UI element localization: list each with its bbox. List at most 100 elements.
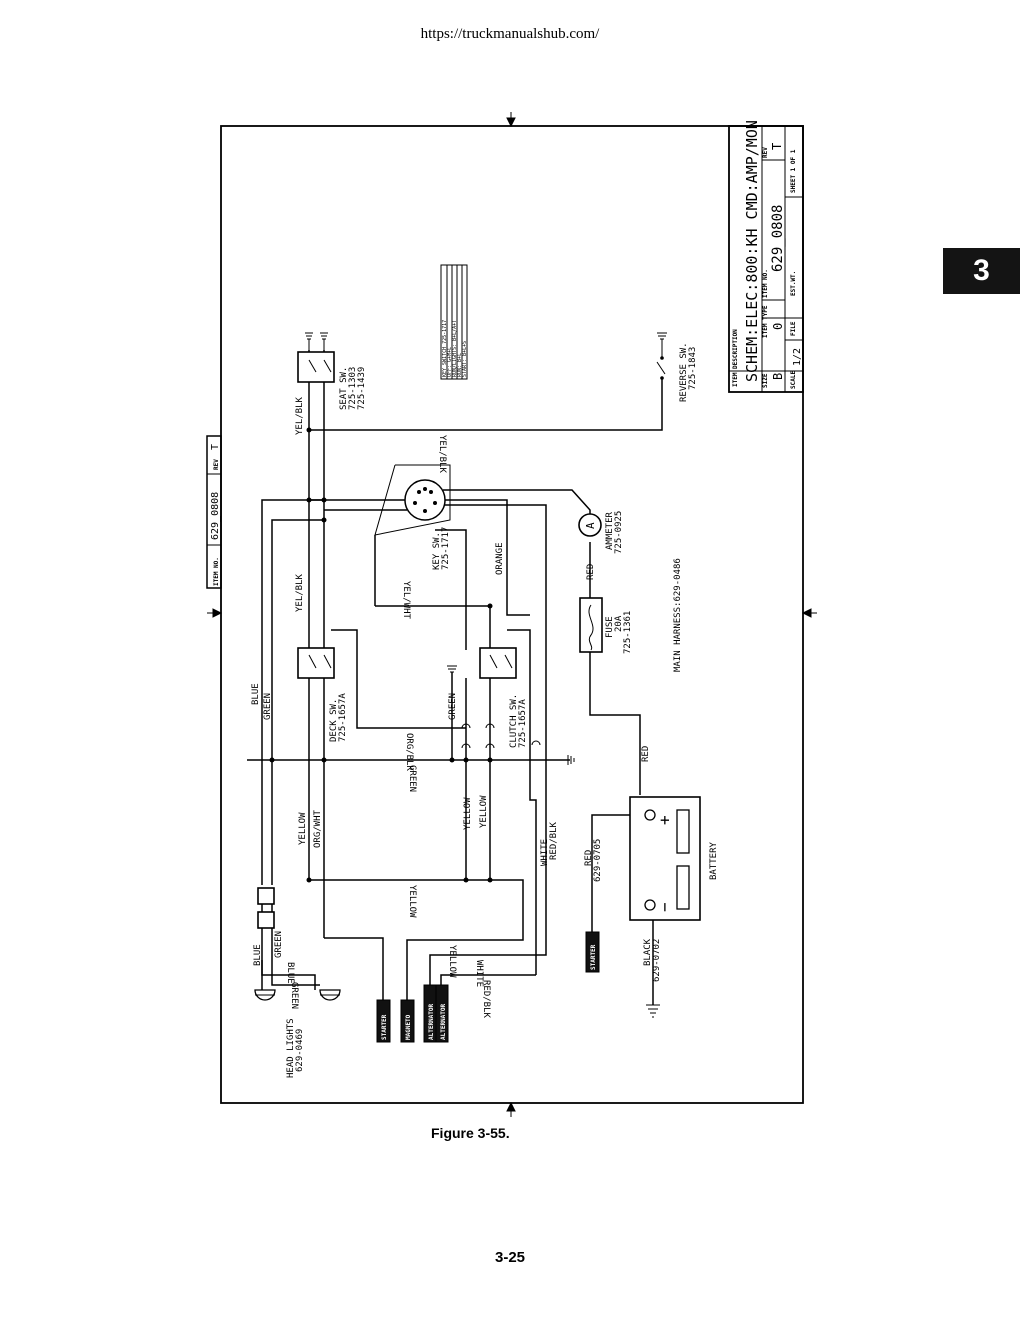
- red-cable-part: 629-0705: [593, 839, 603, 882]
- title-scale: 1/2: [792, 348, 803, 366]
- black-cable-part: 629-0702: [652, 939, 662, 982]
- ammeter-part: 725-0925: [614, 511, 624, 554]
- battery-starter-text: STARTER: [590, 944, 597, 970]
- title-sheet-label: SHEET 1 OF 1: [790, 149, 797, 193]
- clutch-sw-label: CLUTCH SW.: [509, 694, 519, 748]
- ammeter-symbol: A: [584, 522, 597, 529]
- wire-label-blue-headlight: BLUE: [253, 944, 263, 966]
- deck-sw-label: DECK SW.: [329, 699, 339, 742]
- wire-label-green-bus: GREEN: [407, 765, 417, 792]
- left-rev-value: T: [210, 444, 221, 450]
- sheet-border: [220, 125, 804, 1104]
- wire-label-red-battery: RED: [641, 746, 651, 762]
- connector-alternator-2: ALTERNATOR: [440, 1003, 447, 1040]
- battery-minus: −: [655, 902, 674, 912]
- title-size: B: [771, 373, 785, 380]
- ammeter-label: AMMETER: [605, 511, 615, 550]
- wire-label-yellow-bus: YELLOW: [407, 885, 417, 918]
- wire-label-yel-blk-deck: YEL/BLK: [295, 573, 305, 612]
- wire-label-red-blk: RED/BLK: [549, 821, 559, 860]
- main-harness-label: MAIN HARNESS:629-0486: [673, 558, 683, 672]
- head-lights: HEAD LIGHTS 629-0469: [254, 887, 341, 1078]
- title-item-no-label: ITEM NO.: [762, 269, 769, 298]
- title-scale-label: SCALE: [790, 371, 797, 389]
- wire-labels: YEL/BLK YEL/BLK YEL/BLK YEL/WHT ORANGE R…: [251, 396, 651, 1018]
- wire-label-orange: ORANGE: [495, 542, 505, 575]
- key-table-row-2: RUN/LIGHTS: B+L/A+T: [452, 320, 458, 377]
- seat-sw-part-1: 725-1303: [348, 367, 358, 410]
- junction-dots: [269, 427, 493, 883]
- title-block: ITEM DESCRIPTION SCHEM:ELEC:800:KH CMD:A…: [728, 120, 804, 393]
- head-lights-part: 629-0469: [295, 1029, 305, 1072]
- seat-sw-label: SEAT SW.: [339, 367, 349, 410]
- section-tab: 3: [943, 248, 1020, 294]
- title-item-type-label: ITEM TYPE: [762, 305, 769, 338]
- battery: + − BATTERY RED 629-0705 BLACK 629-0702: [584, 796, 719, 982]
- title-description: SCHEM:ELEC:800:KH CMD:AMP/MON: [743, 120, 761, 382]
- wire-label-yel-wht: YEL/WHT: [401, 581, 411, 620]
- left-title-strip: ITEM NO. 629_0808 REV T: [206, 435, 222, 589]
- wire-label-yel-blk-seat: YEL/BLK: [295, 396, 305, 435]
- title-item-description-label: ITEM DESCRIPTION: [732, 329, 739, 387]
- wire-label-yel-blk-rev: YEL/BLK: [437, 435, 447, 474]
- clutch-sw-part: 725-1657A: [518, 699, 528, 748]
- reverse-sw-part: 725-1843: [688, 347, 698, 390]
- left-item-no-label: ITEM NO.: [213, 557, 220, 586]
- wire-label-yellow-left: YELLOW: [298, 812, 308, 845]
- seat-sw-part-2: 725-1439: [357, 367, 367, 410]
- title-file-label: FILE: [790, 321, 797, 336]
- key-switch: KEY SW. 725-1717: [374, 464, 451, 570]
- wire-label-org-blk: ORG/BLK: [404, 733, 414, 772]
- page-number: 3-25: [494, 1249, 526, 1266]
- title-rev-label: REV: [762, 147, 769, 158]
- left-item-no: 629_0808: [210, 492, 221, 540]
- title-item-type: 0: [771, 323, 785, 330]
- wire-label-yellow-bottom: YELLOW: [447, 945, 457, 978]
- battery-label: BATTERY: [709, 841, 719, 880]
- title-item-no: 629_0808: [770, 205, 786, 272]
- black-cable-color: BLACK: [643, 938, 653, 966]
- wire-label-green-top: GREEN: [263, 693, 273, 720]
- fuse: FUSE 20A 725-1361: [579, 597, 633, 654]
- fuse-part: 725-1361: [623, 611, 633, 654]
- head-lights-label: HEAD LIGHTS: [286, 1018, 296, 1078]
- key-switch-table: KEY SWITCH 725-1717 OFF: G+M+L RUN/LIGHT…: [440, 264, 468, 380]
- wire-label-red-blk-bottom: RED/BLK: [481, 980, 491, 1019]
- reverse-switch: REVERSE SW. 725-1843: [656, 332, 698, 402]
- key-sw-label: KEY SW.: [432, 532, 442, 570]
- key-table-row-4: START: B+L+S: [462, 341, 468, 377]
- key-table-row-3: RUN: B+L: [457, 353, 463, 377]
- connector-starter: STARTER: [381, 1014, 388, 1040]
- reverse-sw-label: REVERSE SW.: [679, 342, 689, 402]
- ground-symbols: [447, 665, 660, 1018]
- fuse-rating: 20A: [614, 615, 624, 632]
- clutch-switch: CLUTCH SW. 725-1657A: [479, 647, 528, 748]
- wire-label-white: WHITE: [540, 839, 550, 866]
- deck-switch: DECK SW. 725-1657A: [297, 647, 348, 742]
- title-est-wt-label: EST.WT.: [790, 271, 797, 296]
- deck-sw-part: 725-1657A: [338, 693, 348, 742]
- wire-label-org-wht: ORG/WHT: [313, 809, 323, 848]
- red-cable-color: RED: [584, 850, 594, 866]
- wire-label-red-ammeter: RED: [586, 564, 596, 580]
- title-size-label: SIZE: [762, 373, 769, 388]
- wire-label-green-headlight: GREEN: [274, 931, 284, 958]
- figure-caption: Figure 3-55.: [431, 1125, 510, 1141]
- title-rev-value: T: [770, 143, 784, 150]
- wire-label-yellow-mid-1: YELLOW: [463, 797, 473, 830]
- wire-label-green-lamp: GREEN: [289, 982, 299, 1009]
- wires: [247, 350, 663, 1005]
- wire-label-yellow-mid-2: YELLOW: [479, 795, 489, 828]
- wire-crossovers: [461, 723, 541, 749]
- wire-label-green-clutch: GREEN: [448, 693, 458, 720]
- source-url[interactable]: https://truckmanualshub.com/: [420, 26, 600, 42]
- seat-switch: SEAT SW. 725-1303 725-1439: [297, 332, 367, 410]
- battery-starter-tag: STARTER: [585, 931, 600, 973]
- wire-label-blue-top: BLUE: [251, 683, 261, 705]
- wire-label-white-bottom: WHITE: [474, 960, 484, 987]
- key-table-row-1: OFF: G+M+L: [447, 347, 453, 377]
- connector-alternator-1: ALTERNATOR: [428, 1003, 435, 1040]
- key-table-header: KEY SWITCH 725-1717: [442, 320, 448, 377]
- engine-connectors: STARTER MAGNETO ALTERNATOR ALTERNATOR: [376, 984, 449, 1043]
